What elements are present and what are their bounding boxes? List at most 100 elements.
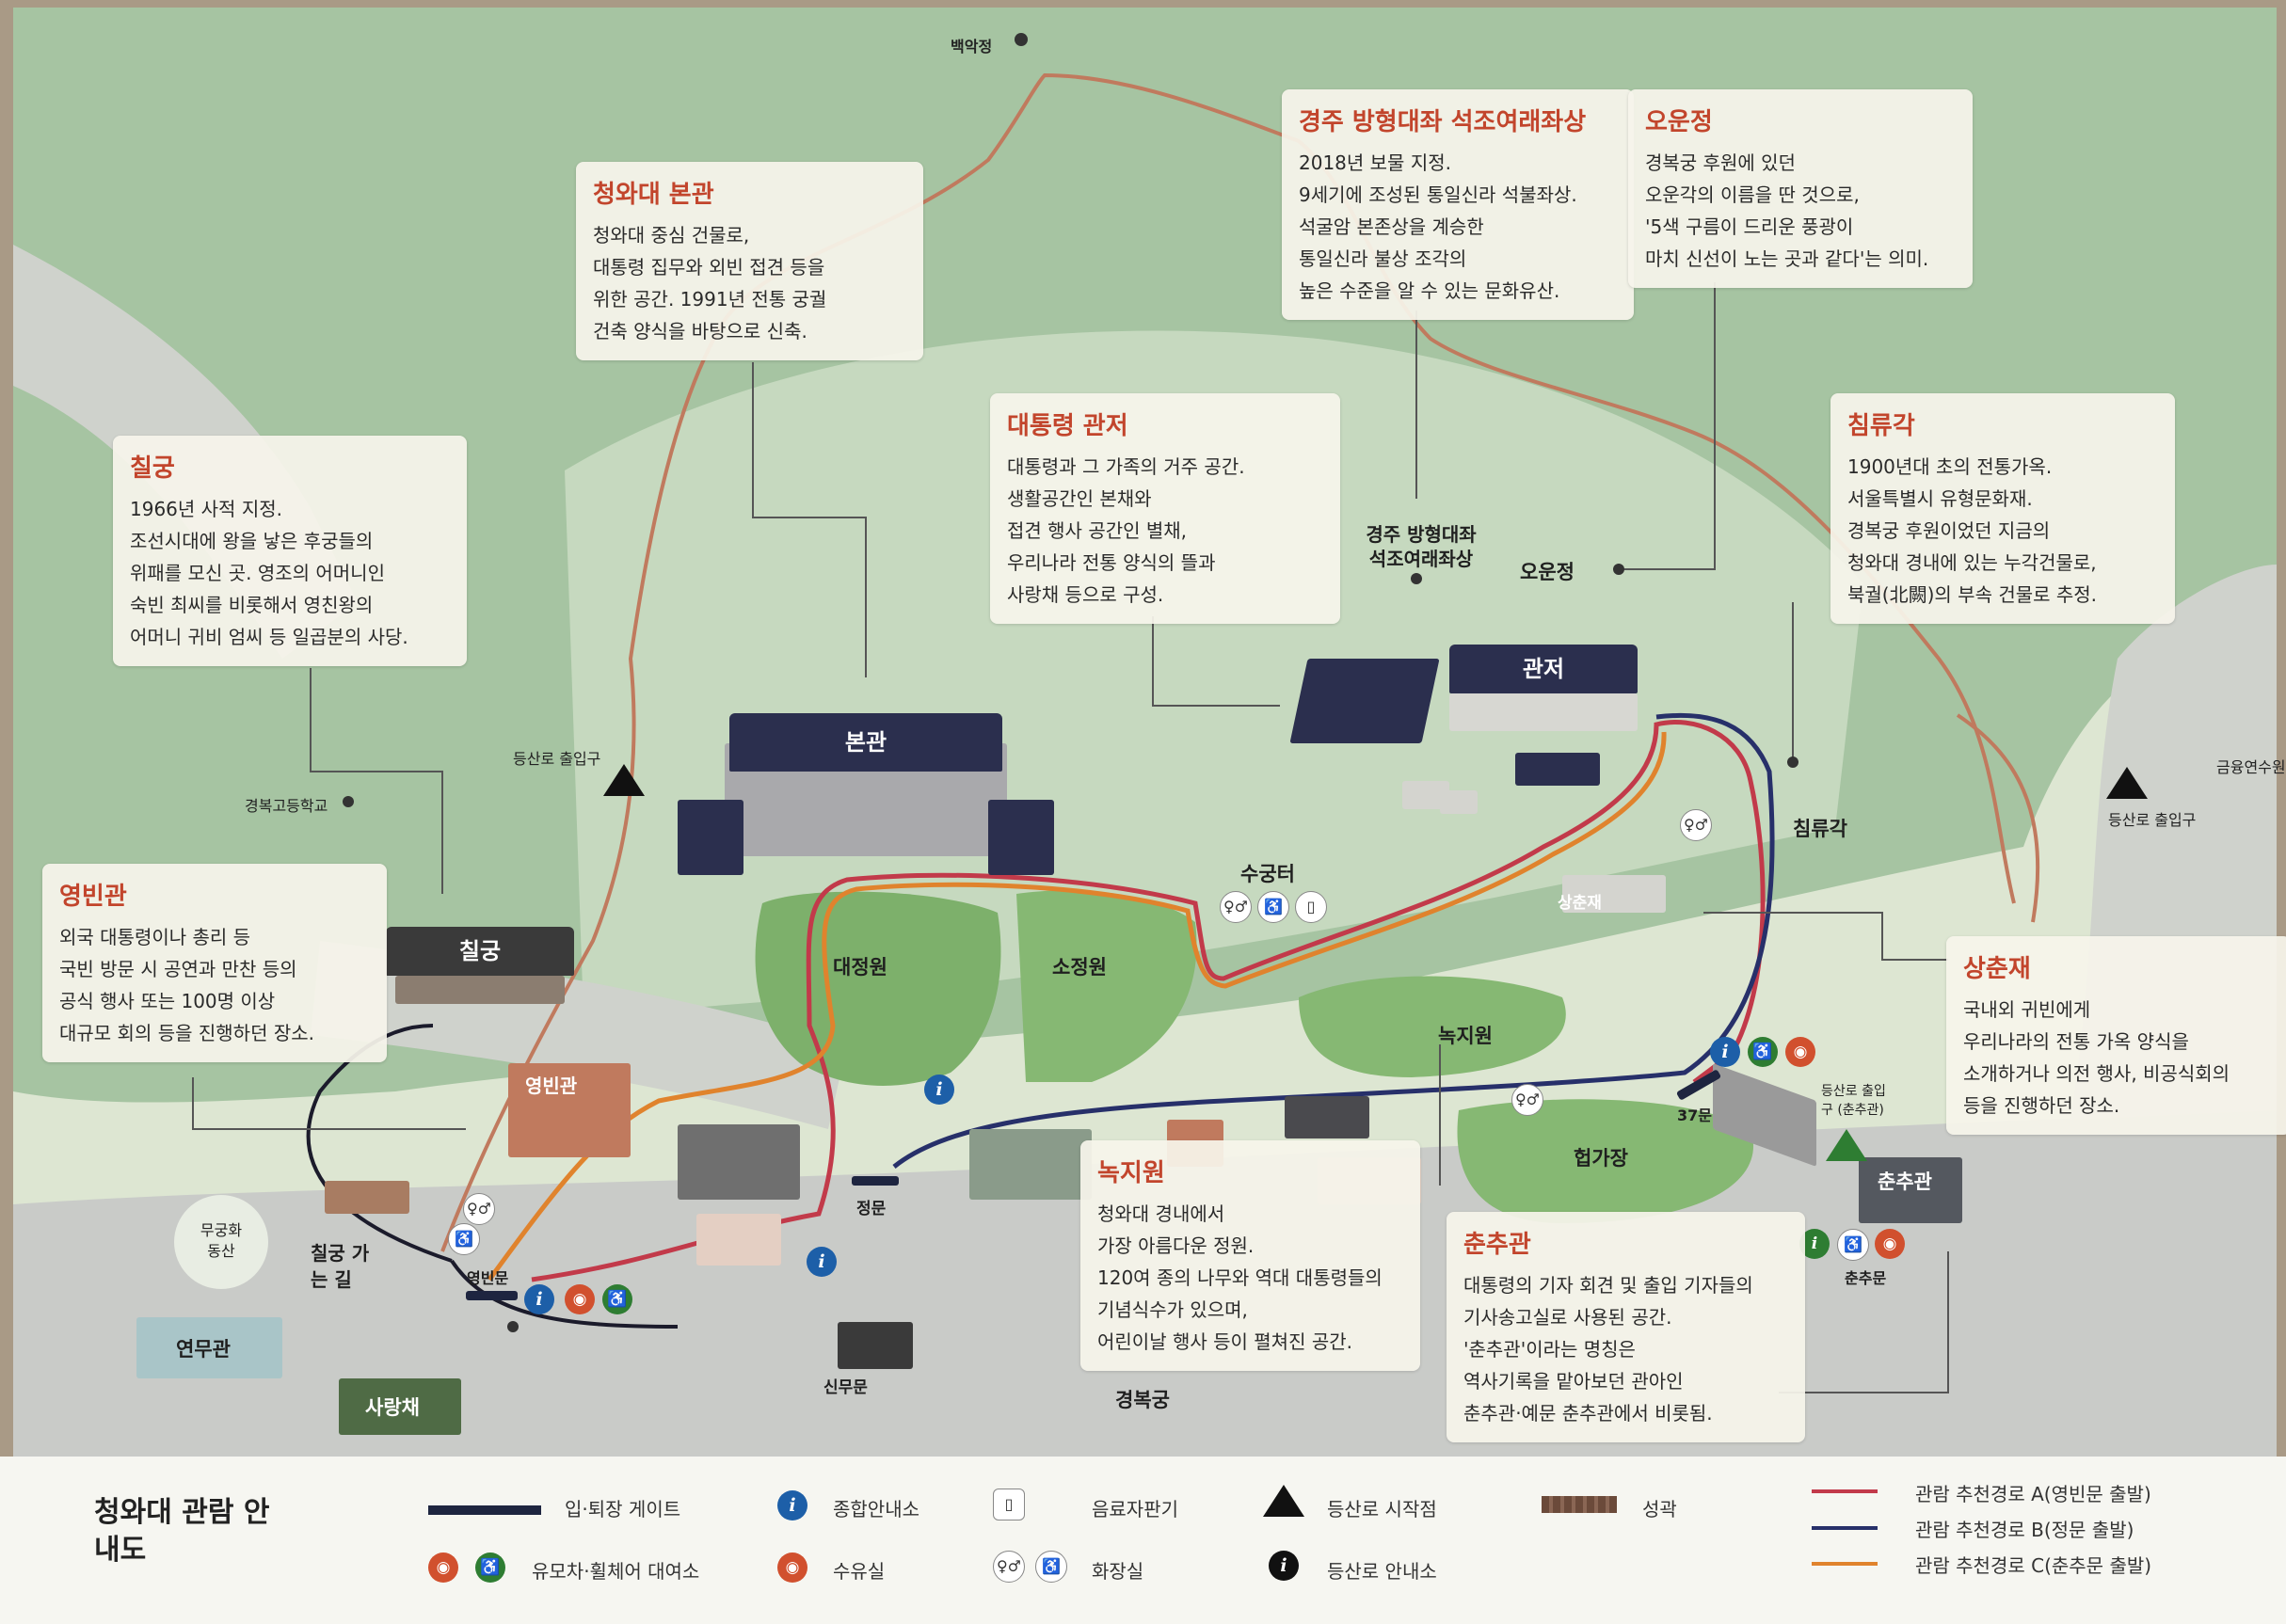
stroller-icon[interactable]: ◉ [565,1284,595,1314]
chimnyugak-place-label: 침류각 [1793,818,1847,840]
mountain-trail-icon [2106,767,2148,799]
box-title: 대통령 관저 [1007,412,1128,440]
sarangchae-building[interactable]: 사랑채 [339,1378,461,1435]
box-line: 1966년 사적 지정. [130,498,282,520]
box-line: 가장 아름다운 정원. [1097,1234,1255,1257]
info-box-main-building: 청와대 본관 청와대 중심 건물로, 대통령 집무와 외빈 접견 등을 위한 공… [576,162,923,360]
gyeongbokgung-label: 경복궁 [1115,1389,1170,1411]
baegakjeong-label: 백악정 [951,38,993,56]
yeongbingwan-building[interactable]: 영빈관 [508,1063,631,1157]
gwanjeo-roof[interactable]: 관저 [1449,645,1638,693]
wheelchair-icon[interactable]: ♿ [1837,1229,1869,1261]
box-line: 국내외 귀빈에게 [1963,998,2091,1021]
building-center-1 [969,1129,1092,1200]
box-line: 마치 신선이 노는 곳과 같다'는 의미. [1645,247,1929,270]
nursing-room-icon: ◉ [777,1552,807,1583]
box-title: 영빈관 [59,883,127,911]
chilgung-path-2 [450,1259,679,1329]
stroller-icon[interactable]: ◉ [1785,1037,1815,1067]
mountain-trail-icon [1263,1485,1304,1517]
box-line: 높은 수준을 알 수 있는 문화유산. [1299,279,1560,302]
toilet-icon[interactable]: ♀♂ [463,1193,495,1225]
info-box-residence: 대통령 관저 대통령과 그 가족의 거주 공간. 생활공간인 본채와 접견 행사… [990,393,1340,624]
wheelchair-icon[interactable]: ♿ [448,1223,480,1255]
chunchugwan-building[interactable] [1859,1157,1962,1223]
ounjeong-place-label: 오운정 [1520,561,1575,583]
building-center-3 [1285,1096,1369,1138]
box-line: 우리나라의 전통 가옥 양식을 [1963,1030,2189,1053]
gwanjeo-left-building [1289,659,1440,743]
chilgung-path-label: 칠궁 가는 길 [311,1242,370,1291]
sugungteo-label: 수궁터 [1240,863,1295,885]
sinmumun-gate[interactable] [838,1322,913,1369]
legend-wall: 성곽 [1642,1498,1677,1521]
box-line: '춘추관'이라는 명칭은 [1463,1338,1636,1361]
info-box-chilgung: 칠궁 1966년 사적 지정. 조선시대에 왕을 낳은 후궁들의 위패를 모신 … [113,436,467,666]
wheelchair-icon[interactable]: ♿ [1257,891,1289,923]
box-line: 석굴암 본존상을 계승한 [1299,215,1484,238]
box-line: 외국 대통령이나 총리 등 [59,926,251,948]
box-title: 상춘재 [1963,955,2031,983]
trail-info-icon: i [1269,1551,1299,1581]
info-icon[interactable]: i [1710,1037,1740,1067]
wheelchair-icon: ♿ [1035,1551,1067,1583]
nokjiwon-lawn [1299,976,1566,1077]
leader-chunchugwan [1779,1251,1949,1393]
info-icon[interactable]: i [924,1075,954,1105]
box-line: 국빈 방문 시 공연과 만찬 등의 [59,958,297,980]
nursing-room-icon[interactable]: ◉ [1875,1229,1905,1259]
chilgung-roof[interactable]: 칠궁 [386,927,574,976]
leader-main [752,362,867,677]
chilgung-path [306,1024,453,1263]
mountain-trail-icon [1826,1129,1867,1161]
box-line: 9세기에 조성된 통일신라 석불좌상. [1299,183,1577,206]
box-title: 녹지원 [1097,1159,1165,1187]
box-title: 청와대 본관 [593,181,714,209]
bongwan-roof: 본관 [729,713,1002,772]
box-line: 대규모 회의 등을 진행하던 장소. [59,1022,314,1044]
gyeongbok-high-label: 경복고등학교 [245,797,328,815]
toilet-icon[interactable]: ♀♂ [1220,891,1252,923]
legend-gate: 입·퇴장 게이트 [565,1498,681,1521]
info-icon[interactable]: i [524,1284,554,1314]
toilet-icon: ♀♂ [993,1551,1025,1583]
baegakjeong-dot [1015,33,1028,46]
geumyong-label: 금융연수원 [2216,758,2286,776]
toilet-icon[interactable]: ♀♂ [1680,809,1712,841]
gate-bar-icon [428,1505,541,1515]
sangchunjae-place-label: 상춘재 [1558,894,1602,913]
yeongbingwan-label: 영빈관 [525,1075,578,1097]
bongwan-right-wing [988,800,1054,875]
chilgung-body [395,976,565,1004]
box-line: 오운각의 이름을 딴 것으로, [1645,183,1860,206]
box-line: 통일신라 불상 조각의 [1299,247,1467,270]
box-line: 접견 행사 공간인 별채, [1007,519,1188,542]
sojeongwon-label: 소정원 [1052,956,1107,979]
box-line: 위패를 모신 곳. 영조의 어머니인 [130,562,385,584]
legend-panel: 청와대 관람 안내도 입·퇴장 게이트 ◉ ♿ 유모차·휠체어 대여소 i 종합… [0,1457,2286,1624]
info-box-yeongbingwan: 영빈관 외국 대통령이나 총리 등 국빈 방문 시 공연과 만찬 등의 공식 행… [42,864,387,1062]
info-box-sangchunjae: 상춘재 국내외 귀빈에게 우리나라의 전통 가옥 양식을 소개하거나 의전 행사… [1946,936,2286,1135]
yeongbinmun-gate-bar [466,1291,518,1300]
vending-machine-icon[interactable]: ▯ [1295,891,1327,923]
box-line: 어린이날 행사 등이 펼쳐진 공간. [1097,1330,1352,1353]
building-small-garden-3 [1515,753,1600,786]
vending-machine-icon: ▯ [993,1489,1025,1521]
toilet-icon[interactable]: ♀♂ [1511,1084,1543,1116]
fortress-wall-icon [1542,1496,1617,1513]
yeonmugwan-building[interactable]: 연무관 [136,1317,282,1378]
sangchunjae-building[interactable] [1562,875,1666,913]
buddha-place-label: 경주 방형대좌 석조여래좌상 [1366,523,1477,570]
wheelchair-icon[interactable]: ♿ [1748,1037,1778,1067]
leader-ounjeong [1619,282,1716,570]
box-title: 칠궁 [130,454,175,483]
info-icon[interactable]: i [807,1247,837,1277]
box-line: 청와대 경내에서 [1097,1202,1225,1225]
box-line: 어머니 귀비 엄씨 등 일곱분의 사당. [130,626,408,648]
building-west-2 [696,1214,781,1266]
chunchugwan-place-label: 춘추관 [1878,1170,1932,1193]
wheelchair-icon[interactable]: ♿ [602,1284,632,1314]
info-box-chunchugwan: 춘추관 대통령의 기자 회견 및 출입 기자들의 기사송고실로 사용된 공간. … [1447,1212,1805,1442]
box-title: 춘추관 [1463,1231,1531,1259]
leader-yeongbingwan [192,1077,466,1130]
